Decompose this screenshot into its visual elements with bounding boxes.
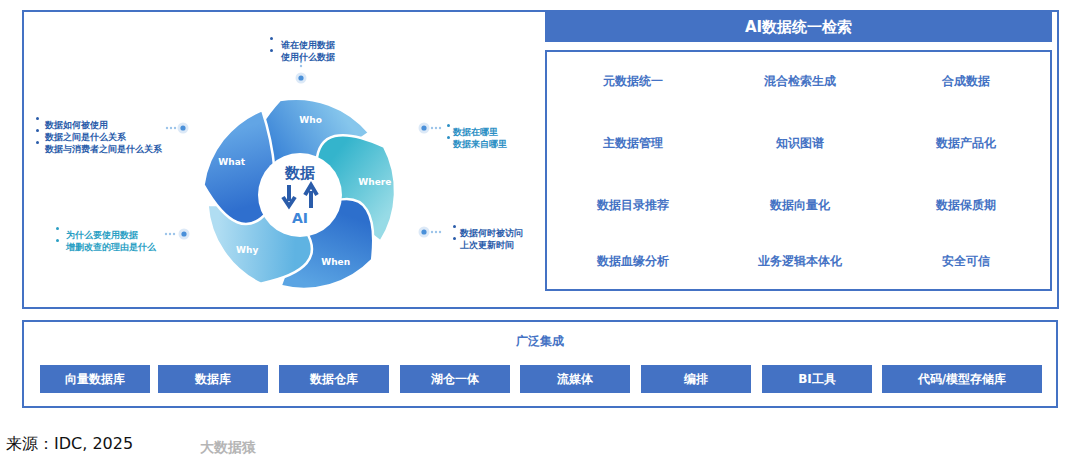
annotation-line: 谁在使用数据 xyxy=(281,33,335,52)
bullet-dot xyxy=(36,141,39,144)
bullet-dot xyxy=(56,239,59,242)
annotation-text: 数据何时被访问 xyxy=(460,228,523,238)
integration-label: 向量数据库 xyxy=(65,371,125,388)
feature-item: 安全可信 xyxy=(942,253,990,270)
integration-label: 数据仓库 xyxy=(310,371,358,388)
center-circle: 数据 AI xyxy=(258,153,342,237)
annotation-line: 为什么要使用数据 xyxy=(66,223,138,242)
feature-item: 主数据管理 xyxy=(603,135,663,152)
annotation-line: 数据如何被使用 xyxy=(45,113,108,132)
bullet-dot xyxy=(56,227,59,230)
annotation-text: 数据之间是什么关系 xyxy=(45,132,126,142)
annotation-text: 谁在使用数据 xyxy=(281,40,335,50)
integration-box: 流媒体 xyxy=(520,365,630,393)
feature-item: 元数据统一 xyxy=(603,73,663,90)
annotation-line: 数据何时被访问 xyxy=(460,221,523,240)
integration-panel: 广泛集成向量数据库 数据库 数据仓库 湖仓一体 流媒体 编排 BI工具 代码/模型存储库 xyxy=(22,320,1058,408)
watermark-text: 大数据猿 xyxy=(200,439,256,455)
panel-title: 广泛集成 xyxy=(516,333,564,350)
integration-label: 编排 xyxy=(684,371,708,388)
feature-item: 数据向量化 xyxy=(770,197,830,214)
integration-box: 数据仓库 xyxy=(279,365,389,393)
feature-item: 合成数据 xyxy=(942,73,990,90)
integration-box: 编排 xyxy=(641,365,751,393)
feature-item: 数据目录推荐 xyxy=(597,197,669,214)
caption: 来源：IDC, 2025 xyxy=(6,434,133,455)
watermark: 大数据猿 xyxy=(200,437,256,456)
bullet-dot xyxy=(36,129,39,132)
feature-item: 业务逻辑本体化 xyxy=(758,253,842,270)
petal-label: What xyxy=(218,157,245,167)
bullet-dot xyxy=(447,124,450,127)
integration-label: 数据库 xyxy=(195,371,231,388)
annotation-text: 数据在哪里 xyxy=(453,127,498,137)
annotation-text: 数据与消费者之间是什么关系 xyxy=(45,144,162,154)
up-arrow xyxy=(305,185,317,208)
feature-item: 知识图谱 xyxy=(776,135,824,152)
center-text: 数据 xyxy=(285,164,315,183)
caption-text: 来源：IDC, 2025 xyxy=(6,434,133,453)
annotation-line: 数据在哪里 xyxy=(453,120,498,139)
bullet-dot xyxy=(453,225,456,228)
integration-label: 代码/模型存储库 xyxy=(918,371,1006,388)
annotation-text: 为什么要使用数据 xyxy=(66,230,138,240)
bullet-dot xyxy=(36,117,39,120)
feature-item: 混合检索生成 xyxy=(764,73,836,90)
bullet-dot xyxy=(453,237,456,240)
panel-title: AI数据统一检索 xyxy=(745,18,852,37)
center-text: AI xyxy=(292,210,308,226)
petal-label: Where xyxy=(358,177,391,187)
petal-label: When xyxy=(321,257,350,267)
integration-label: BI工具 xyxy=(798,371,836,388)
integration-box: 向量数据库 xyxy=(40,365,150,393)
feature-panel: AI数据统一检索元数据统一 混合检索生成 合成数据主数据管理 知识图谱 数据产品化数据目… xyxy=(545,12,1052,291)
integration-box: BI工具 xyxy=(762,365,872,393)
outer-frame xyxy=(23,11,1058,308)
annotation-text: 上次更新时间 xyxy=(460,240,514,250)
annotation-text: 使用什么数据 xyxy=(281,52,335,62)
petal-label: Who xyxy=(299,115,322,125)
integration-label: 流媒体 xyxy=(557,371,593,388)
annotation-text: 增删改查的理由是什么 xyxy=(66,242,156,252)
feature-item: 数据产品化 xyxy=(936,135,996,152)
annotation-text: 数据来自哪里 xyxy=(453,139,507,149)
feature-item: 数据血缘分析 xyxy=(597,253,669,270)
bullet-dot xyxy=(447,136,450,139)
integration-box: 代码/模型存储库 xyxy=(882,365,1042,393)
integration-box: 数据库 xyxy=(158,365,268,393)
bullet-dot xyxy=(270,49,273,52)
bullet-dot xyxy=(270,37,273,40)
feature-item: 数据保质期 xyxy=(936,197,996,214)
integration-label: 湖仓一体 xyxy=(431,371,479,388)
petal-label: Why xyxy=(236,245,258,255)
integration-box: 湖仓一体 xyxy=(400,365,510,393)
annotation-text: 数据如何被使用 xyxy=(45,120,108,130)
down-arrow xyxy=(283,185,295,206)
